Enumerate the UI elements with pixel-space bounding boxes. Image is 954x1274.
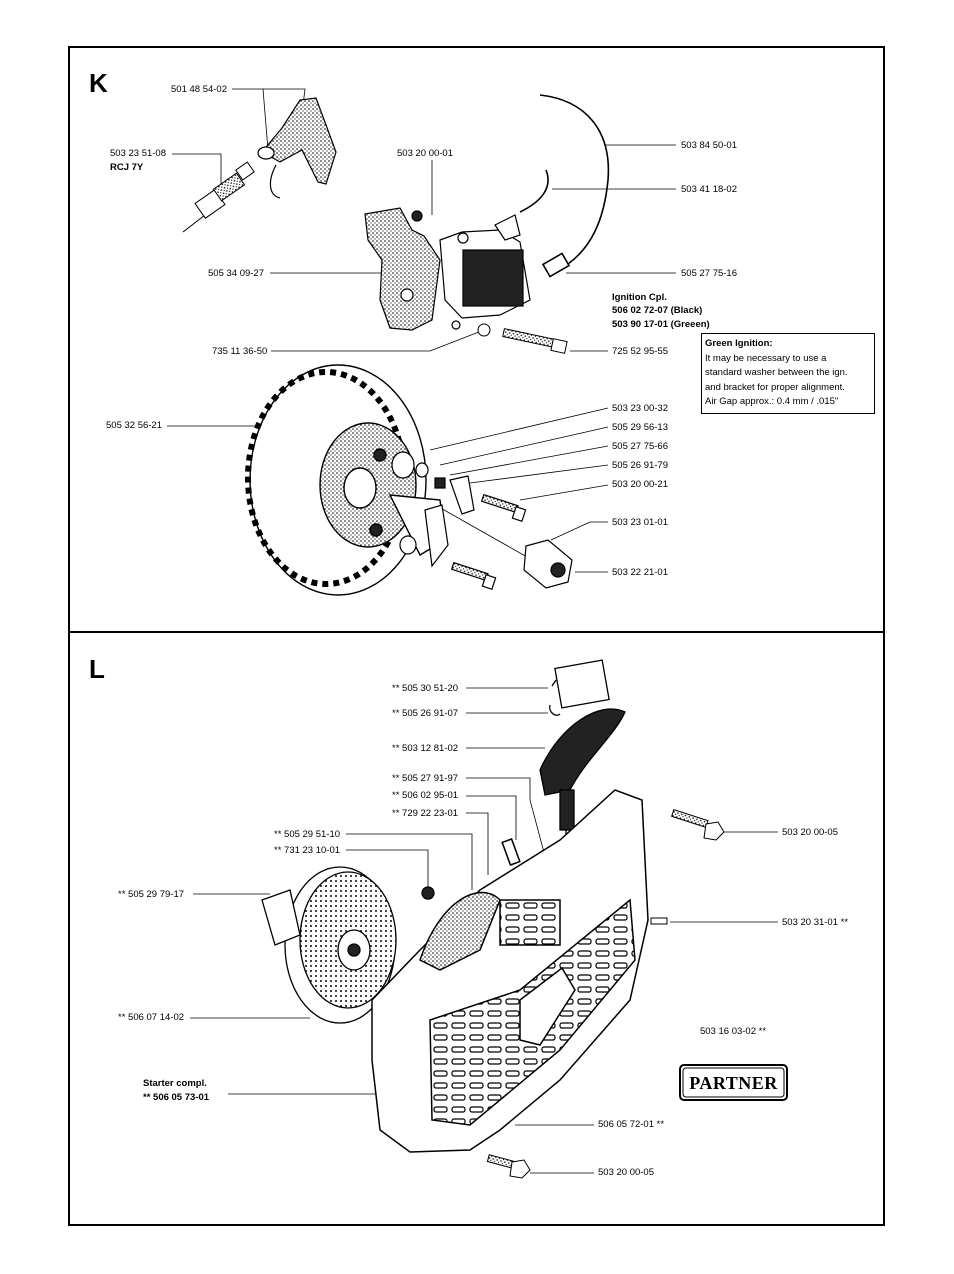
green-ignition-note: Green Ignition: It may be necessary to u… [701,333,875,414]
label-503-20-00-05-bottom: 503 20 00-05 [598,1167,654,1178]
starter-housing [371,789,649,1153]
label-505-27-91-97: ** 505 27 91-97 [392,773,459,784]
label-731-23-10-01: ** 731 23 10-01 [274,845,341,856]
k-leader-lines [167,88,676,573]
starter-pulley [261,866,435,1024]
label-503-22-21-01: 503 22 21-01 [612,567,668,578]
partner-logo-text: PARTNER [689,1073,778,1093]
green-ignition-note-line-1: It may be necessary to use a [705,352,827,364]
coil-bolt [477,323,568,354]
label-503-20-31-01: 503 20 31-01 ** [782,917,849,928]
label-rcj-7y: RCJ 7Y [110,162,144,173]
label-505-34-09-27: 505 34 09-27 [208,268,264,279]
spark-plug [182,161,255,233]
ignition-coil [439,214,531,330]
flywheel-small-parts [391,451,573,591]
label-505-29-51-10: ** 505 29 51-10 [274,829,341,840]
label-505-26-91-07: ** 505 26 91-07 [392,708,459,719]
green-ignition-note-title: Green Ignition: [705,338,773,349]
ignition-lead [519,94,610,278]
green-ignition-note-line-2: standard washer between the ign. [705,367,848,378]
label-503-23-00-32: 503 23 00-32 [612,403,668,414]
label-503-23-51-08: 503 23 51-08 [110,148,166,159]
label-505-32-56-21: 505 32 56-21 [106,420,162,431]
label-729-22-23-01: ** 729 22 23-01 [392,808,459,819]
l-leader-lines [190,687,778,1174]
label-503-16-03-02: 503 16 03-02 ** [700,1026,767,1037]
label-503-41-18-02: 503 41 18-02 [681,184,737,195]
diagram-frame [68,46,885,1226]
label-735-11-36-50: 735 11 36-50 [212,346,268,357]
label-506-07-14-02: ** 506 07 14-02 [118,1012,185,1023]
label-505-27-75-16: 505 27 75-16 [681,268,737,279]
label-503-12-81-02: ** 503 12 81-02 [392,743,459,754]
partner-logo: PARTNER [679,1064,788,1101]
section-l-title: L [89,654,105,684]
spark-plug-cap [257,97,337,199]
label-503-23-01-01: 503 23 01-01 [612,517,668,528]
label-506-05-72-01: 506 05 72-01 ** [598,1119,665,1130]
ignition-bracket [364,207,441,331]
label-ignition-cpl: Ignition Cpl. [612,292,667,303]
label-ignition-green: 503 90 17-01 (Greeen) [612,319,710,330]
section-divider [68,631,885,633]
flywheel [245,364,446,596]
label-503-20-00-05-top: 503 20 00-05 [782,827,838,838]
green-ignition-note-line-4: Air Gap approx.: 0.4 mm / .015" [705,396,839,407]
label-725-52-95-55: 725 52 95-55 [612,346,668,357]
label-506-02-95-01: ** 506 02 95-01 [392,790,459,801]
label-505-29-79-17: ** 505 29 79-17 [118,889,185,900]
section-k-title: K [89,68,108,98]
label-505-29-56-13: 505 29 56-13 [612,422,668,433]
label-503-84-50-01: 503 84 50-01 [681,140,737,151]
label-503-20-00-01: 503 20 00-01 [397,148,453,159]
label-505-27-75-66: 505 27 75-66 [612,441,668,452]
starter-screws [486,808,725,1179]
label-501-48-54-02: 501 48 54-02 [171,84,227,95]
green-ignition-note-line-3: and bracket for proper alignment. [705,381,845,393]
label-503-20-00-21: 503 20 00-21 [612,479,668,490]
label-505-30-51-20: ** 505 30 51-20 [392,683,459,694]
label-ignition-black: 506 02 72-07 (Black) [612,305,703,316]
label-starter-compl: Starter compl. [143,1078,207,1089]
label-505-26-91-79: 505 26 91-79 [612,460,668,471]
label-506-05-73-01: ** 506 05 73-01 [143,1092,210,1103]
